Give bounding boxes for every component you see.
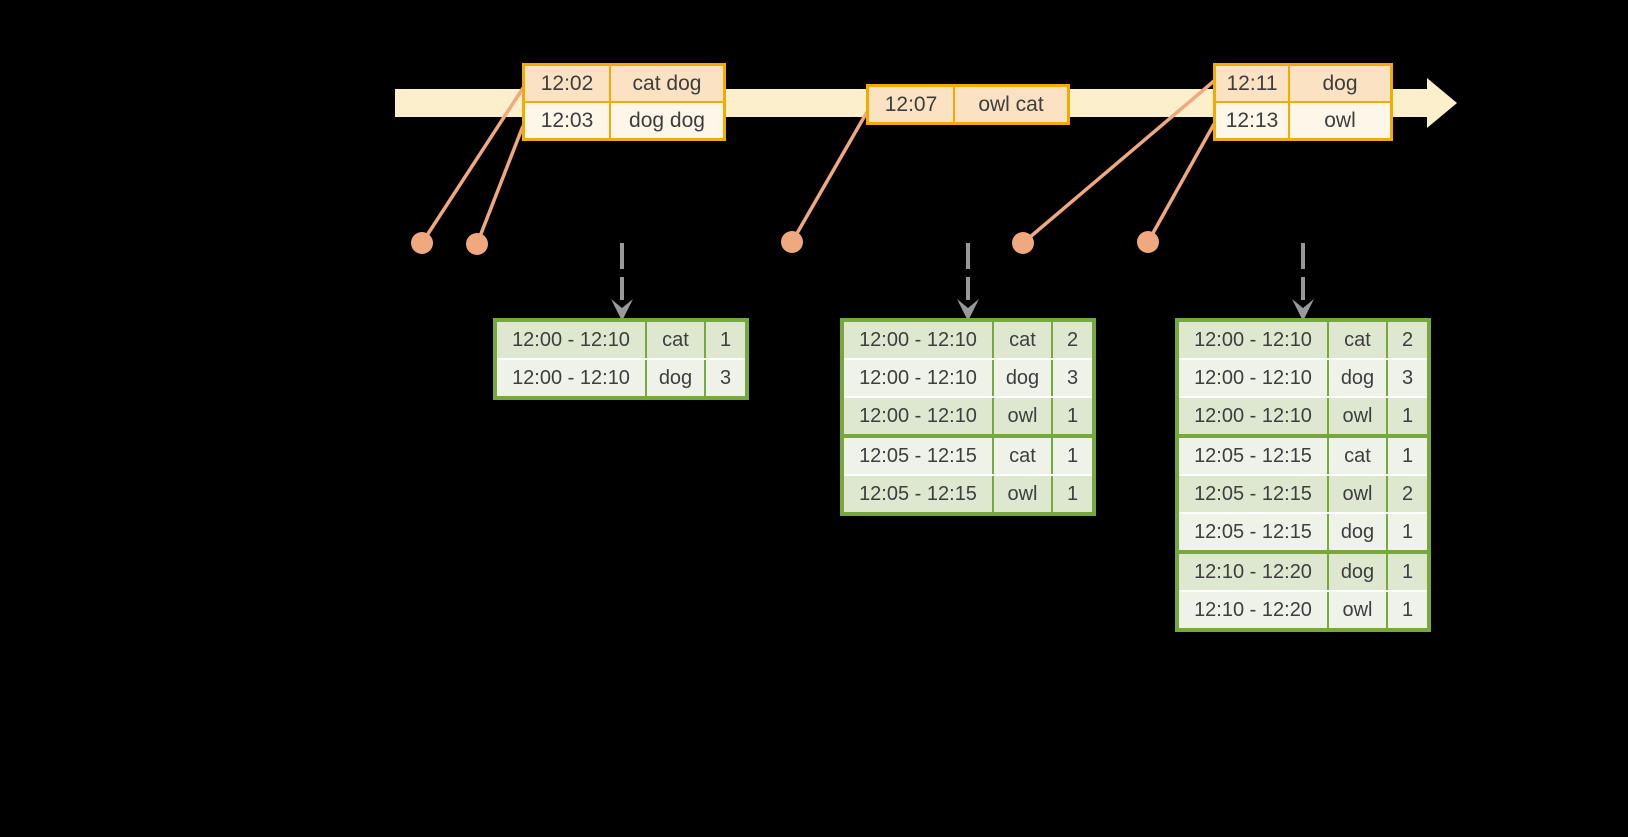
event-time-cell: 12:02 [525, 66, 609, 101]
event-connector-line [420, 87, 525, 244]
window-cell: 12:05 - 12:15 [1179, 476, 1327, 512]
event-words-cell: owl cat [953, 87, 1067, 122]
result-row: 12:05 - 12:15 cat 1 [1179, 434, 1427, 474]
count-cell: 2 [1386, 322, 1427, 358]
event-words-cell: cat dog [609, 66, 723, 101]
event-time-dot [411, 232, 433, 254]
result-row: 12:00 - 12:10 dog 3 [844, 358, 1092, 396]
window-cell: 12:00 - 12:10 [844, 322, 992, 358]
count-cell: 1 [704, 322, 745, 358]
count-cell: 3 [1051, 360, 1092, 396]
word-cell: cat [1327, 438, 1386, 474]
window-cell: 12:05 - 12:15 [844, 438, 992, 474]
word-cell: dog [645, 360, 704, 396]
event-row: 12:03 dog dog [525, 101, 723, 138]
window-cell: 12:00 - 12:10 [844, 360, 992, 396]
count-cell: 1 [1051, 398, 1092, 434]
word-cell: cat [992, 322, 1051, 358]
event-words-cell: owl [1288, 103, 1390, 138]
window-cell: 12:00 - 12:10 [497, 360, 645, 396]
window-cell: 12:10 - 12:20 [1179, 592, 1327, 628]
result-row: 12:10 - 12:20 owl 1 [1179, 590, 1427, 628]
result-row: 12:05 - 12:15 dog 1 [1179, 512, 1427, 550]
result-table-2: 12:00 - 12:10 cat 2 12:00 - 12:10 dog 3 … [840, 318, 1096, 516]
event-words-cell: dog [1288, 66, 1390, 101]
count-cell: 3 [1386, 360, 1427, 396]
event-row: 12:02 cat dog [525, 66, 723, 101]
trigger-arrow-icon [957, 243, 979, 321]
count-cell: 1 [1386, 554, 1427, 590]
event-row: 12:13 owl [1216, 101, 1390, 138]
result-table-3: 12:00 - 12:10 cat 2 12:00 - 12:10 dog 3 … [1175, 318, 1431, 632]
event-connector-line [1146, 123, 1216, 243]
result-row: 12:00 - 12:10 cat 2 [1179, 322, 1427, 358]
word-cell: owl [1327, 398, 1386, 434]
result-row: 12:00 - 12:10 dog 3 [1179, 358, 1427, 396]
result-row: 12:10 - 12:20 dog 1 [1179, 550, 1427, 590]
count-cell: 1 [1386, 514, 1427, 550]
word-cell: owl [992, 476, 1051, 512]
word-cell: owl [1327, 592, 1386, 628]
result-row: 12:00 - 12:10 cat 2 [844, 322, 1092, 358]
result-row: 12:00 - 12:10 owl 1 [844, 396, 1092, 434]
count-cell: 2 [1051, 322, 1092, 358]
event-time-dot [1137, 231, 1159, 253]
count-cell: 1 [1386, 592, 1427, 628]
result-row: 12:05 - 12:15 cat 1 [844, 434, 1092, 474]
word-cell: dog [1327, 360, 1386, 396]
result-table-1: 12:00 - 12:10 cat 1 12:00 - 12:10 dog 3 [493, 318, 749, 400]
result-row: 12:00 - 12:10 dog 3 [497, 358, 745, 396]
window-cell: 12:00 - 12:10 [844, 398, 992, 434]
word-cell: owl [1327, 476, 1386, 512]
window-cell: 12:00 - 12:10 [497, 322, 645, 358]
event-connector-line [790, 111, 869, 243]
event-time-dot [466, 233, 488, 255]
event-time-cell: 12:03 [525, 103, 609, 138]
result-row: 12:00 - 12:10 owl 1 [1179, 396, 1427, 434]
timeline-arrowhead-icon [1427, 78, 1457, 128]
event-time-cell: 12:13 [1216, 103, 1288, 138]
result-row: 12:05 - 12:15 owl 1 [844, 474, 1092, 512]
trigger-arrow-icon [1292, 243, 1314, 321]
count-cell: 2 [1386, 476, 1427, 512]
event-table-1: 12:02 cat dog 12:03 dog dog [522, 63, 726, 141]
event-table-2: 12:07 owl cat [866, 84, 1070, 125]
window-cell: 12:05 - 12:15 [1179, 514, 1327, 550]
count-cell: 1 [1386, 398, 1427, 434]
window-cell: 12:05 - 12:15 [844, 476, 992, 512]
word-cell: cat [645, 322, 704, 358]
event-time-cell: 12:11 [1216, 66, 1288, 101]
count-cell: 3 [704, 360, 745, 396]
window-cell: 12:00 - 12:10 [1179, 360, 1327, 396]
event-words-cell: dog dog [609, 103, 723, 138]
word-cell: cat [1327, 322, 1386, 358]
event-connector-line [475, 125, 525, 245]
event-row: 12:07 owl cat [869, 87, 1067, 122]
event-time-dot [1012, 232, 1034, 254]
count-cell: 1 [1051, 476, 1092, 512]
word-cell: cat [992, 438, 1051, 474]
event-row: 12:11 dog [1216, 66, 1390, 101]
window-cell: 12:10 - 12:20 [1179, 554, 1327, 590]
word-cell: dog [1327, 514, 1386, 550]
window-cell: 12:00 - 12:10 [1179, 322, 1327, 358]
event-time-cell: 12:07 [869, 87, 953, 122]
event-connector-line [1021, 79, 1216, 245]
result-row: 12:05 - 12:15 owl 2 [1179, 474, 1427, 512]
count-cell: 1 [1051, 438, 1092, 474]
word-cell: owl [992, 398, 1051, 434]
window-cell: 12:05 - 12:15 [1179, 438, 1327, 474]
event-time-dot [781, 231, 803, 253]
event-table-3: 12:11 dog 12:13 owl [1213, 63, 1393, 141]
count-cell: 1 [1386, 438, 1427, 474]
window-cell: 12:00 - 12:10 [1179, 398, 1327, 434]
word-cell: dog [992, 360, 1051, 396]
result-row: 12:00 - 12:10 cat 1 [497, 322, 745, 358]
word-cell: dog [1327, 554, 1386, 590]
trigger-arrow-icon [611, 243, 633, 321]
